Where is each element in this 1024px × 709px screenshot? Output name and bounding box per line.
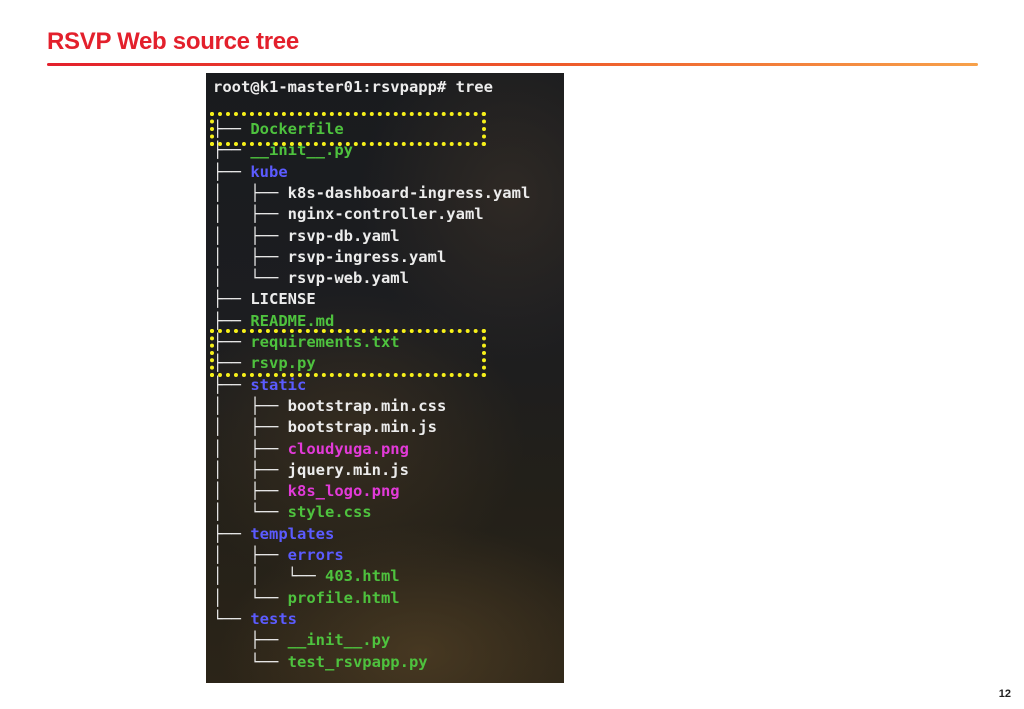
tree-branch-prefix: │ ├── bbox=[213, 439, 288, 458]
tree-entry-name: rsvp-db.yaml bbox=[287, 226, 400, 245]
tree-entry: ├── static bbox=[213, 375, 306, 396]
tree-entry-name: jquery.min.js bbox=[287, 460, 409, 479]
tree-entry-name: profile.html bbox=[287, 588, 400, 607]
tree-branch-prefix: │ ├── bbox=[213, 226, 288, 245]
highlight-box-requirements-rsvp bbox=[210, 329, 486, 377]
tree-entry-name: static bbox=[250, 375, 307, 394]
tree-entry-name: Dockerfile bbox=[250, 120, 344, 138]
tree-branch-prefix: │ └── bbox=[213, 503, 288, 522]
tree-entry: │ ├── k8s-dashboard-ingress.yaml bbox=[213, 183, 530, 204]
tree-branch-prefix: ├── bbox=[213, 375, 251, 394]
tree-entry: ├── LICENSE bbox=[213, 289, 316, 310]
terminal-prompt: root@k1-master01:rsvpapp# tree bbox=[213, 78, 493, 96]
tree-branch-prefix: │ └── bbox=[213, 269, 288, 288]
tree-entry-name: style.css bbox=[287, 503, 372, 522]
tree-entry-name: k8s_logo.png bbox=[287, 482, 400, 501]
tree-entry-name: README.md bbox=[250, 311, 335, 330]
tree-branch-prefix: │ ├── bbox=[213, 183, 288, 202]
tree-branch-prefix: ├── bbox=[213, 333, 251, 351]
tree-entry-name: bootstrap.min.js bbox=[287, 418, 437, 437]
tree-entry: ├── rsvp.py bbox=[213, 353, 316, 374]
tree-entry-name: k8s-dashboard-ingress.yaml bbox=[287, 183, 531, 202]
tree-entry: ├── kube bbox=[213, 162, 288, 183]
tree-entry-name: errors bbox=[287, 546, 344, 564]
tree-branch-prefix: ├── bbox=[213, 524, 251, 543]
page-number: 12 bbox=[998, 688, 1011, 700]
tree-entry: └── tests bbox=[213, 609, 297, 630]
tree-branch-prefix: └── bbox=[213, 609, 251, 628]
tree-entry-name: __init__.py bbox=[287, 631, 391, 650]
slide-title: RSVP Web source tree bbox=[47, 28, 299, 55]
tree-entry: └── test_rsvpapp.py bbox=[213, 652, 428, 673]
tree-entry-name: rsvp.py bbox=[250, 354, 316, 373]
tree-entry: │ ├── k8s_logo.png bbox=[213, 481, 400, 502]
tree-branch-prefix: │ ├── bbox=[213, 482, 288, 501]
tree-entry: ├── __init__.py bbox=[213, 630, 390, 651]
tree-entry: ├── Dockerfile bbox=[213, 119, 344, 140]
tree-branch-prefix: ├── bbox=[213, 311, 251, 330]
tree-entry: │ └── profile.html bbox=[213, 588, 400, 609]
tree-branch-prefix: ├── bbox=[213, 290, 251, 309]
tree-entry: │ │ └── 403.html bbox=[213, 566, 400, 587]
tree-entry: │ └── rsvp-web.yaml bbox=[213, 268, 409, 289]
tree-branch-prefix: │ ├── bbox=[213, 546, 288, 564]
tree-branch-prefix: ├── bbox=[213, 162, 251, 181]
highlight-box-dockerfile bbox=[210, 112, 486, 146]
tree-branch-prefix: │ │ └── bbox=[213, 567, 325, 586]
tree-entry-name: templates bbox=[250, 524, 335, 543]
tree-branch-prefix: │ ├── bbox=[213, 205, 288, 224]
tree-entry-name: rsvp-web.yaml bbox=[287, 269, 409, 288]
tree-entry: ├── README.md bbox=[213, 311, 334, 332]
tree-entry-name: requirements.txt bbox=[250, 333, 400, 351]
tree-entry: │ ├── jquery.min.js bbox=[213, 460, 409, 481]
tree-branch-prefix: ├── bbox=[213, 631, 288, 650]
tree-entry-name: test_rsvpapp.py bbox=[287, 652, 428, 671]
tree-entry: │ └── style.css bbox=[213, 502, 372, 523]
tree-entry-name: 403.html bbox=[324, 567, 400, 586]
tree-entry-name: kube bbox=[250, 162, 288, 181]
tree-branch-prefix: │ └── bbox=[213, 588, 288, 607]
tree-branch-prefix: ├── bbox=[213, 120, 251, 138]
tree-entry: │ ├── errors bbox=[213, 545, 344, 566]
tree-entry-name: tests bbox=[250, 609, 297, 628]
tree-entry: │ ├── cloudyuga.png bbox=[213, 439, 409, 460]
tree-branch-prefix: │ ├── bbox=[213, 460, 288, 479]
tree-entry-name: cloudyuga.png bbox=[287, 439, 409, 458]
tree-branch-prefix: ├── bbox=[213, 354, 251, 373]
tree-entry: │ ├── nginx-controller.yaml bbox=[213, 204, 484, 225]
tree-branch-prefix: └── bbox=[213, 652, 288, 671]
tree-entry: │ ├── bootstrap.min.js bbox=[213, 417, 437, 438]
tree-branch-prefix: │ ├── bbox=[213, 418, 288, 437]
tree-entry: │ ├── rsvp-db.yaml bbox=[213, 226, 400, 247]
tree-branch-prefix: │ ├── bbox=[213, 396, 288, 415]
tree-entry-name: rsvp-ingress.yaml bbox=[287, 247, 447, 266]
tree-entry-name: nginx-controller.yaml bbox=[287, 205, 484, 224]
title-underline bbox=[47, 63, 978, 66]
tree-entry: │ ├── rsvp-ingress.yaml bbox=[213, 247, 446, 268]
tree-entry-name: bootstrap.min.css bbox=[287, 396, 447, 415]
tree-branch-prefix: │ ├── bbox=[213, 247, 288, 266]
tree-entry: │ ├── bootstrap.min.css bbox=[213, 396, 446, 417]
tree-entry: ├── requirements.txt bbox=[213, 332, 400, 353]
tree-entry-name: LICENSE bbox=[250, 290, 316, 309]
tree-entry: ├── templates bbox=[213, 524, 334, 545]
terminal-screenshot: root@k1-master01:rsvpapp# tree ├── Docke… bbox=[206, 73, 564, 683]
